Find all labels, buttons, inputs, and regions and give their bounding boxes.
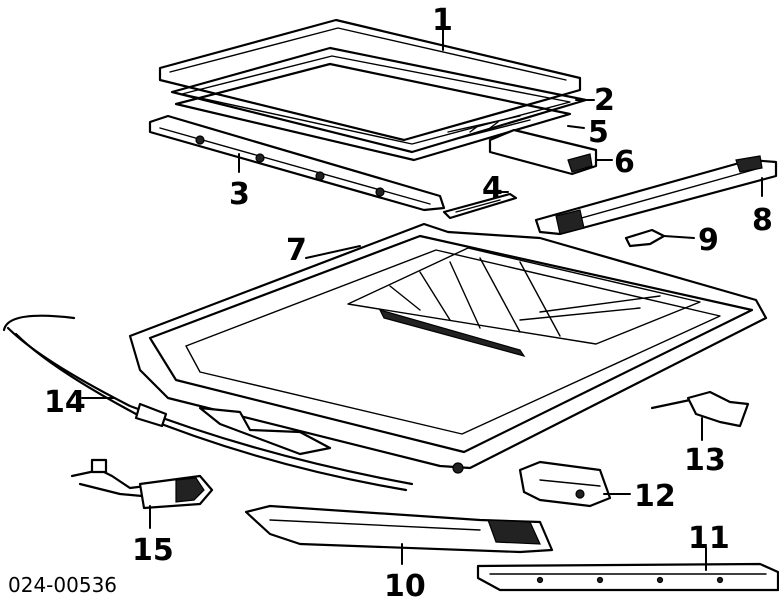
part-5-inner-panel: [174, 62, 572, 162]
part-4-bracket: [442, 192, 518, 220]
part-1-glass-panel: [158, 18, 582, 142]
part-3-side-rail: [148, 114, 446, 212]
part-9-clip: [624, 228, 666, 248]
part-15-motor: [70, 458, 214, 510]
callout-2: 2: [594, 83, 615, 118]
part-7-roof-frame: [128, 222, 768, 474]
callout-6: 6: [614, 145, 635, 180]
part-11-rear-rail: [476, 562, 779, 592]
part-12-mechanism: [518, 460, 612, 508]
callout-10: 10: [384, 569, 426, 600]
callout-13: 13: [684, 443, 726, 478]
part-14-drain-tube: [2, 314, 414, 492]
callout-3: 3: [229, 177, 250, 212]
callout-12: 12: [634, 479, 676, 514]
callout-1: 1: [432, 3, 453, 38]
leader-lines: [81, 19, 763, 571]
callout-5: 5: [588, 115, 609, 150]
callout-11: 11: [688, 521, 730, 556]
part-13-handle: [650, 390, 750, 428]
callout-15: 15: [132, 533, 174, 568]
callout-4: 4: [482, 171, 503, 206]
part-10-front-member: [244, 504, 554, 554]
callout-labels: 1 2 3 4 5 6 7 8 9 10 11 12 13 14 15: [44, 3, 773, 600]
callout-8: 8: [752, 203, 773, 238]
part-8-guide-rail: [534, 155, 778, 236]
reference-code: 024-00536: [8, 573, 117, 597]
callout-7: 7: [286, 233, 307, 268]
callout-9: 9: [698, 223, 719, 258]
part-6-drain-piece: [488, 128, 598, 176]
callout-14: 14: [44, 385, 86, 420]
